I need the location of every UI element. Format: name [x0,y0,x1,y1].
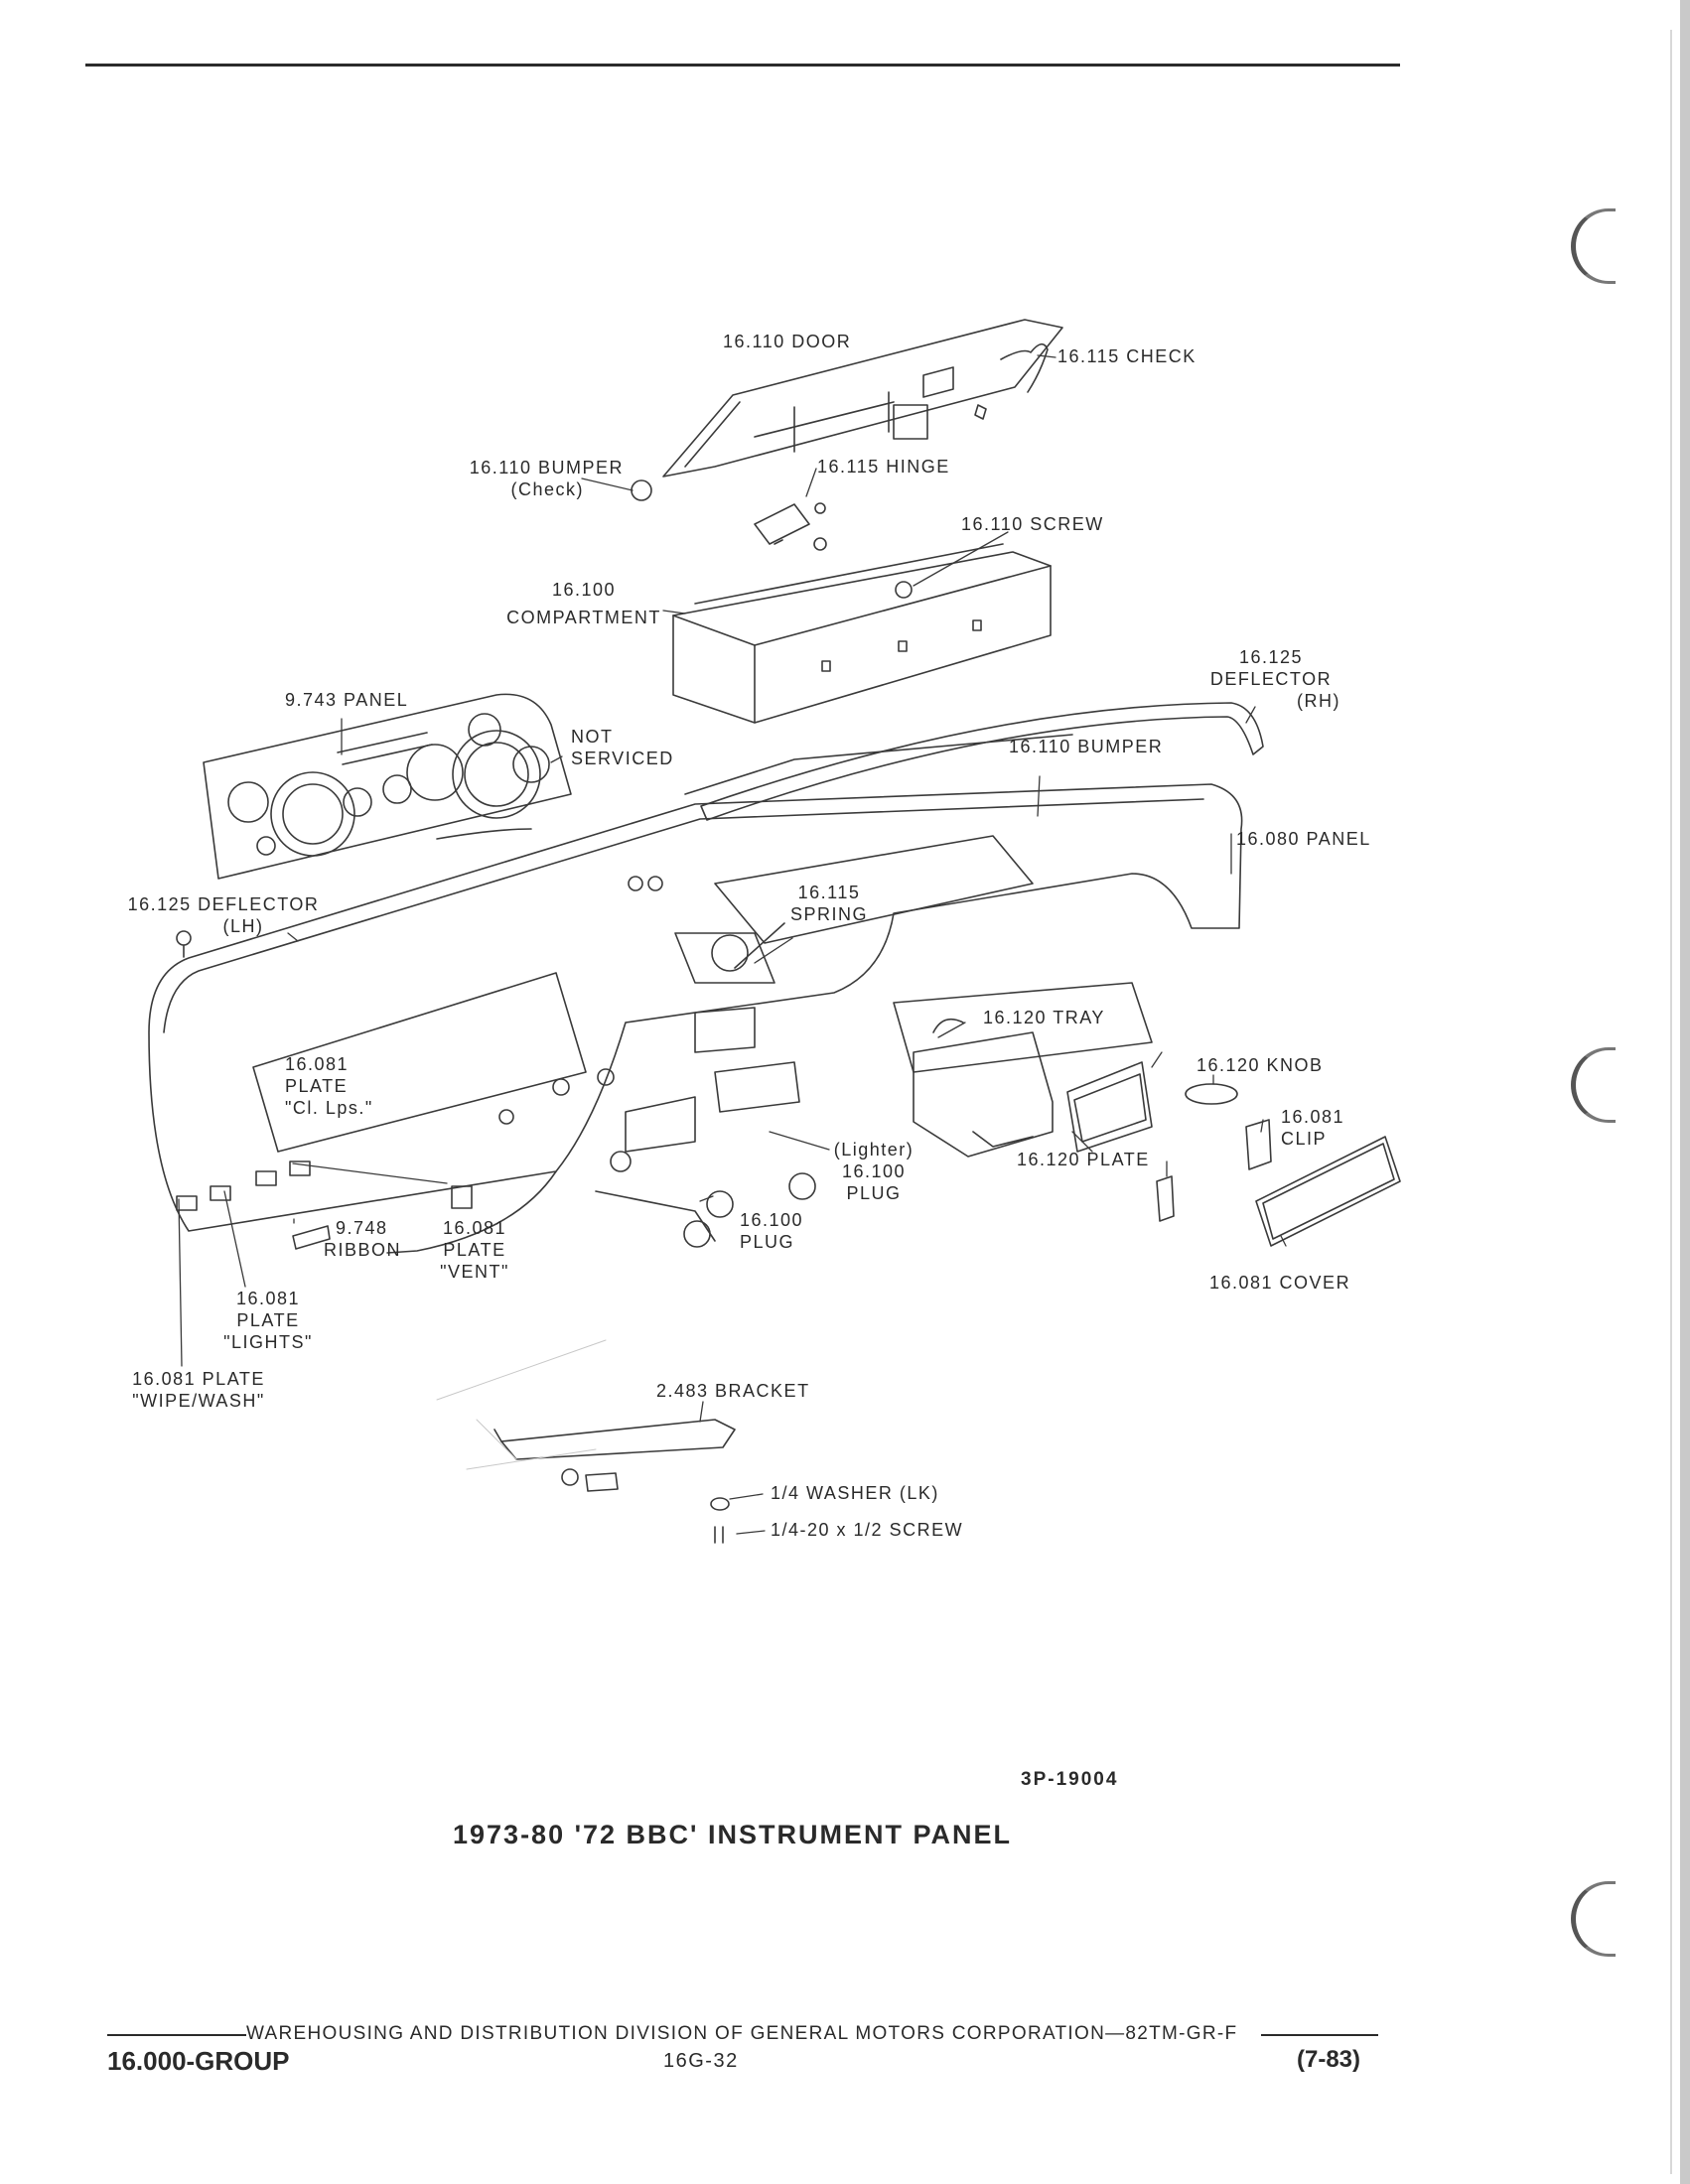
label-spring-line2: SPRING [789,904,868,924]
tray-part [913,1018,1054,1158]
label-check: 16.115 CHECK [1057,346,1197,366]
knob-part [1185,1083,1238,1105]
label-plug: 16.100 PLUG [740,1209,803,1253]
label-deflector-lh: 16.125 DEFLECTOR (LH) [124,893,323,937]
tray-plate-part [1066,1061,1153,1153]
compartment-box [672,543,1052,724]
label-lights-line2: PLATE [236,1310,300,1330]
label-deflector-rh-line3: (RH) [1297,691,1340,711]
binder-edge-line [1670,30,1672,2174]
label-compartment-line2: COMPARTMENT [506,608,661,627]
deflector-lh-bolt [176,930,192,958]
label-compartment-line1: 16.100 [551,580,617,600]
label-washer: 1/4 WASHER (LK) [771,1483,939,1503]
label-plate-cl-line3: "Cl. Lps." [285,1098,373,1118]
label-plate-wipe-wash: 16.081 PLATE "WIPE/WASH" [119,1368,278,1412]
label-vent-line2: PLATE [443,1240,506,1260]
label-knob: 16.120 KNOB [1197,1055,1324,1075]
label-lighter-line3: PLUG [846,1183,902,1203]
label-not-serviced-line2: SERVICED [571,749,674,768]
footer-page-number: 16G-32 [663,2050,739,2072]
label-lighter-plug: (Lighter) 16.100 PLUG [814,1139,933,1204]
label-plug-line2: PLUG [740,1232,795,1252]
label-plate-vent: 16.081 PLATE "VENT" [425,1217,524,1283]
label-spring: 16.115 SPRING [779,882,879,925]
label-lighter-line1: (Lighter) [833,1140,915,1160]
label-bumper: 16.110 BUMPER [1009,737,1164,756]
faint-sketch-lines [436,1339,607,1470]
main-dash-panel [148,734,1243,1254]
label-door: 16.110 DOOR [723,332,852,351]
label-bracket: 2.483 BRACKET [656,1381,810,1401]
label-deflector-lh-line2: (LH) [222,916,264,936]
clip-part [1156,1119,1272,1222]
header-rule [85,64,1400,67]
figure-title: 1973-80 '72 BBC' INSTRUMENT PANEL [453,1820,1012,1849]
footer-group: 16.000-GROUP [107,2046,290,2076]
footer-division-line: WAREHOUSING AND DISTRIBUTION DIVISION OF… [246,2023,1238,2044]
label-deflector-rh-line1: 16.125 [1238,647,1304,667]
hinge-part [754,502,827,551]
label-compartment: 16.100 COMPARTMENT [499,579,668,628]
label-deflector-rh: 16.125 DEFLECTOR (RH) [1201,646,1340,712]
door-check [974,342,1049,420]
footer-rule-right [1261,2034,1378,2036]
label-hinge: 16.115 HINGE [817,457,950,477]
label-not-serviced-line1: NOT [571,727,614,747]
footer-rule-left [107,2034,246,2036]
label-bumper-check: 16.110 BUMPER (Check) [465,457,624,500]
label-lights-line3: "LIGHTS" [223,1332,313,1352]
label-tray-plate: 16.120 PLATE [1017,1150,1150,1169]
label-wipe-line2: "WIPE/WASH" [132,1391,265,1411]
lighter-plug-part [788,1172,816,1200]
bracket-part [493,1419,736,1544]
label-screw: 16.110 SCREW [961,514,1104,534]
glove-box-door [662,319,1063,478]
label-deflector-lh-line1: 16.125 DEFLECTOR [127,894,320,914]
label-ribbon-line2: RIBBON [323,1240,401,1260]
footer-date: (7-83) [1297,2046,1361,2073]
spring-part [674,922,785,984]
deflector-rh-strip [700,702,1264,821]
label-bumper-check-line2: (Check) [510,479,584,499]
label-vent-line1: 16.081 [442,1218,507,1238]
label-plate-cl-lps: 16.081 PLATE "Cl. Lps." [285,1053,373,1119]
plug-part-2 [683,1220,711,1248]
figure-number: 3P-19004 [1021,1769,1119,1790]
gauge-panel-9743 [203,693,572,880]
label-panel-16080: 16.080 PANEL [1236,829,1371,849]
label-screw-bolt: 1/4-20 x 1/2 SCREW [771,1520,964,1540]
label-panel-9743: 9.743 PANEL [285,690,409,710]
label-bumper-check-line1: 16.110 BUMPER [469,458,624,478]
label-plug-line1: 16.100 [740,1210,804,1230]
label-wipe-line1: 16.081 PLATE [132,1369,265,1389]
bumper-check-part [631,479,652,501]
label-plate-cl-line1: 16.081 [285,1054,350,1074]
label-cover: 16.081 COVER [1209,1273,1351,1293]
label-lighter-line2: 16.100 [841,1161,907,1181]
plug-part-1 [706,1190,734,1218]
leader-lines [178,354,1287,1535]
label-clip: 16.081 CLIP [1281,1106,1344,1150]
cover-part [1255,1136,1401,1247]
label-not-serviced: NOT SERVICED [571,726,674,769]
label-clip-line2: CLIP [1281,1129,1328,1149]
label-ribbon: 9.748 RIBBON [298,1217,401,1261]
label-lights-line1: 16.081 [235,1289,301,1308]
small-plates [176,1160,473,1250]
label-ribbon-line1: 9.748 [336,1218,388,1238]
label-clip-line1: 16.081 [1281,1107,1345,1127]
label-spring-line1: 16.115 [797,883,861,902]
label-plate-cl-line2: PLATE [285,1076,349,1096]
label-tray: 16.120 TRAY [983,1008,1105,1027]
label-vent-line3: "VENT" [440,1262,509,1282]
label-plate-lights: 16.081 PLATE "LIGHTS" [213,1288,323,1353]
page-edge [1680,0,1690,2184]
label-deflector-rh-line2: DEFLECTOR [1209,669,1333,689]
